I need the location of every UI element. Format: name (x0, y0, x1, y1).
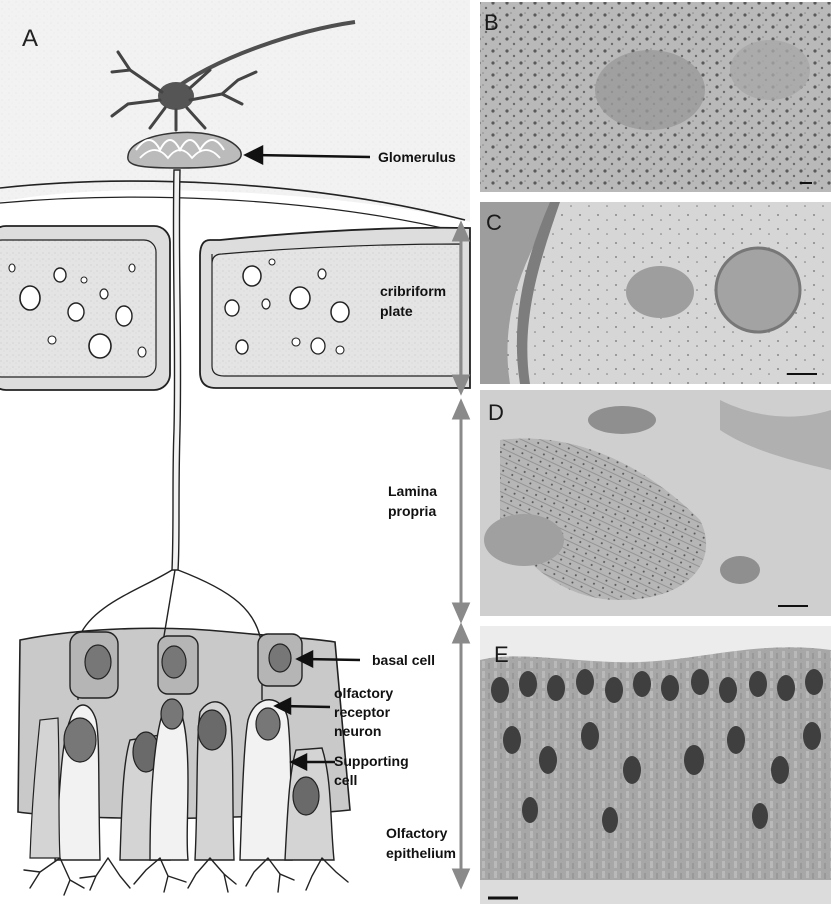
micrograph-b: B (480, 2, 831, 192)
cribriform-label-line1: cribriform (380, 283, 446, 299)
receptor-neurons (30, 699, 334, 860)
panel-label-c: C (486, 210, 502, 235)
root-branches (24, 858, 348, 895)
epithelium-label-line1: Olfactory (386, 825, 448, 841)
cribriform-label-line2: plate (380, 303, 413, 319)
panel-label-e: E (494, 642, 509, 667)
micrograph-d: D (480, 390, 831, 616)
glomerulus-label: Glomerulus (378, 149, 456, 165)
axon-bundle (172, 170, 181, 570)
epithelium-label-line2: epithelium (386, 845, 456, 861)
supporting-label-line1: Supporting (334, 753, 409, 769)
orn-label-line3: neuron (334, 723, 381, 739)
lamina-label-line1: Lamina (388, 483, 437, 499)
cribriform-block-left (0, 226, 170, 390)
panel-label-d: D (488, 400, 504, 425)
olfactory-bulb (0, 0, 470, 222)
supporting-label-line2: cell (334, 772, 357, 788)
panel-label-a: A (22, 25, 38, 52)
panel-label-b: B (484, 10, 499, 35)
cribriform-block-right (200, 228, 470, 388)
orn-label-line1: olfactory (334, 685, 393, 701)
basal-cell-label: basal cell (372, 652, 435, 668)
lamina-label-line2: propria (388, 503, 436, 519)
micrograph-e: E (480, 626, 831, 904)
orn-label-line2: receptor (334, 704, 391, 720)
micrograph-c: C (480, 202, 831, 384)
